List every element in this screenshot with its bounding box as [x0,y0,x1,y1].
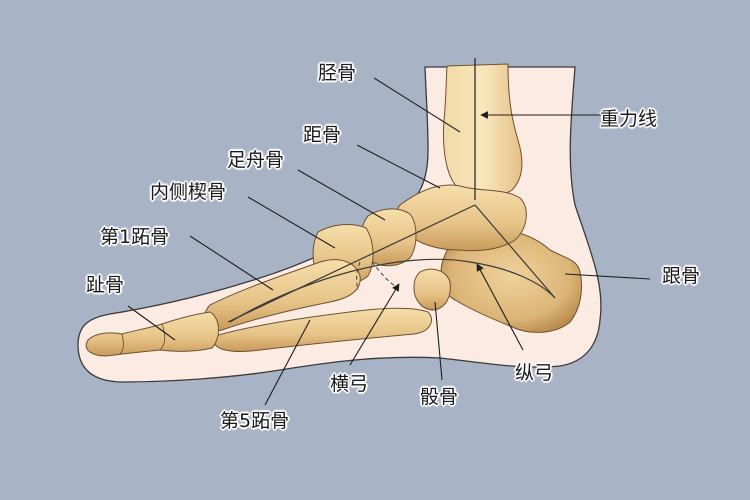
label-navicular: 足舟骨 [227,149,285,171]
label-gravity-line: 重力线 [600,108,658,130]
medial-arch-line-back [474,204,556,299]
cuboid-bone [413,268,451,311]
label-transverse-arch: 横弓 [330,373,369,395]
fifth-metatarsal-bone [213,307,432,352]
label-calcaneus: 跟骨 [662,265,701,287]
calcaneus-bone [440,228,583,333]
label-medial-cuneiform: 内侧楔骨 [150,181,227,203]
transverse-arch-dashed-2 [356,261,361,291]
transverse-arch-dashed [371,261,399,289]
label-tibia: 胫骨 [318,62,357,84]
label-longitudinal-arch: 纵弓 [515,362,554,384]
phalanx-joint-1 [119,333,124,355]
label-first-metatarsal: 第1跖骨 [100,226,170,248]
medial-arch-line-front [227,204,476,323]
label-cuboid: 骰骨 [420,386,459,408]
label-talus: 距骨 [303,124,342,146]
leader-lines [127,77,651,406]
label-fifth-metatarsal: 第5跖骨 [220,410,290,432]
label-phalanges: 趾骨 [86,274,125,296]
phalanges-bone [85,311,219,357]
phalanx-joint-2 [159,323,166,351]
longitudinal-arch-curve [229,258,556,323]
